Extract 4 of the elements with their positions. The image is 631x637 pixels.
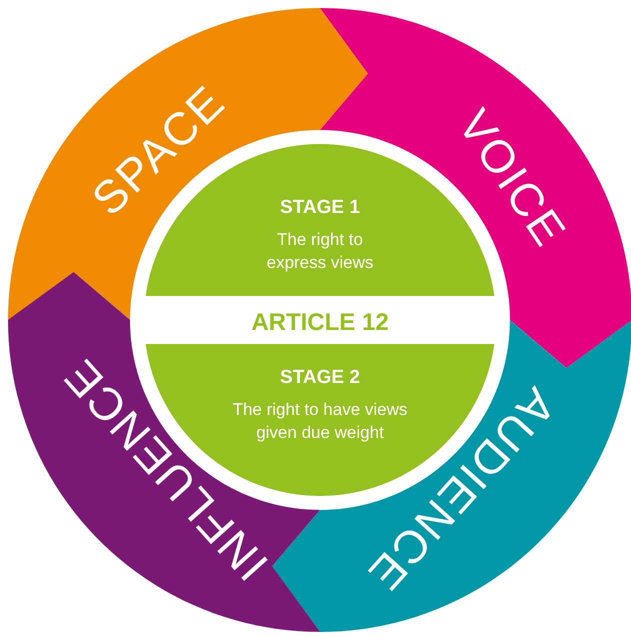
center-title: ARTICLE 12: [250, 309, 390, 337]
stage-heading: STAGE 2: [279, 366, 361, 389]
stage-heading: STAGE 1: [279, 196, 361, 219]
stage-description: The right to express views: [266, 229, 374, 274]
